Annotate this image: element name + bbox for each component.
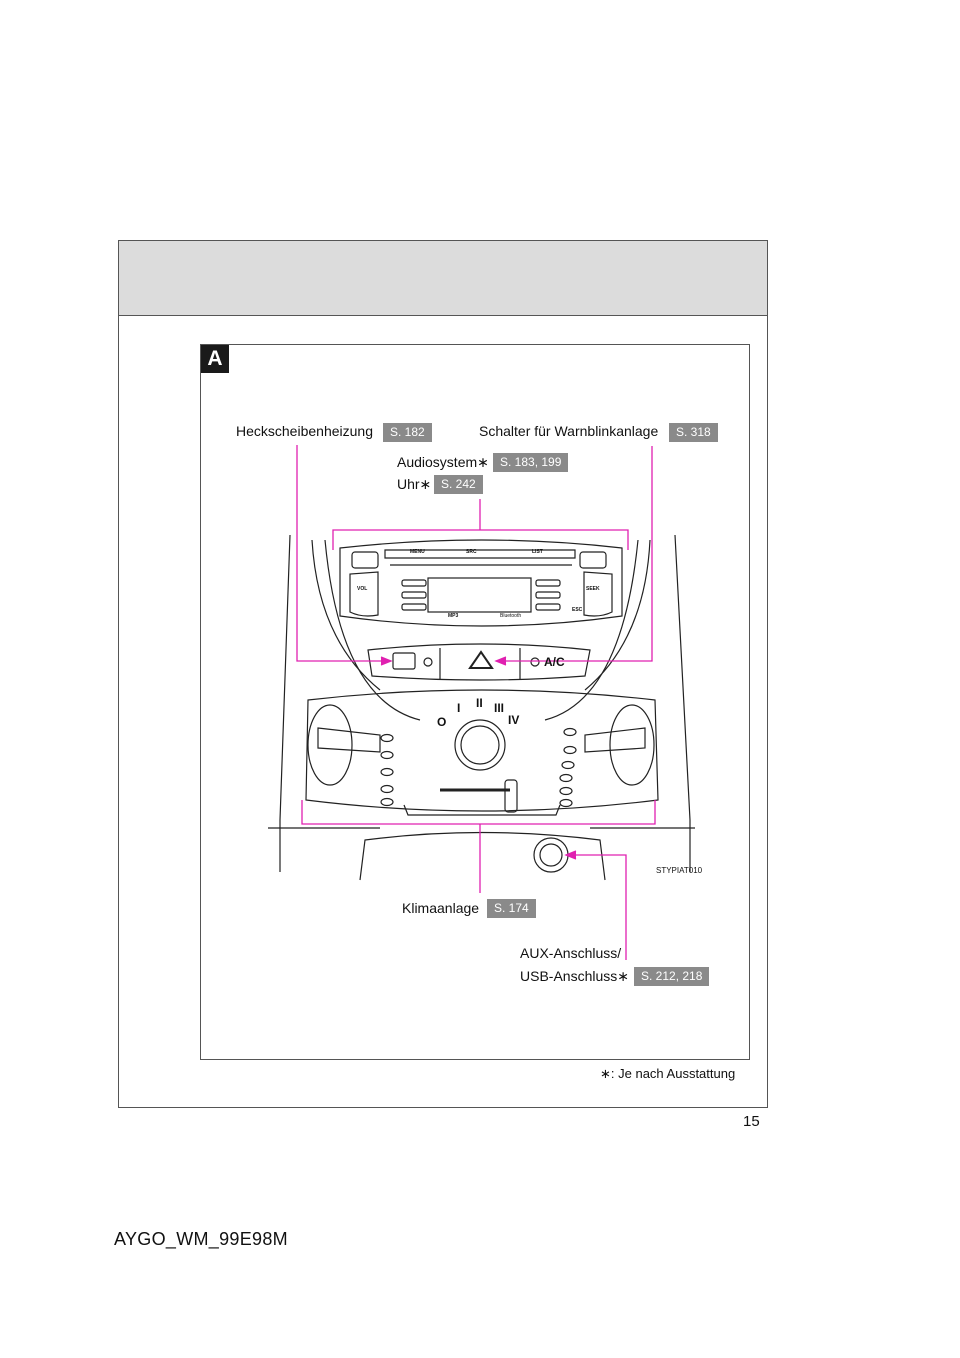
bezel-arc-right [584, 539, 651, 691]
radio-src-label: SRC [466, 549, 477, 555]
svg-text:III: III [494, 701, 504, 715]
page-number: 15 [743, 1113, 760, 1130]
power-button-shape [351, 551, 379, 569]
label-audio-system: Audiosystem∗ [397, 454, 489, 470]
console-right-outer-line [674, 534, 691, 872]
ref-climate: S. 174 [487, 899, 536, 918]
page-frame-overlay: A [118, 240, 768, 1108]
fan-knob [454, 719, 506, 771]
label-climate: Klimaanlage [402, 900, 480, 916]
section-badge: A [201, 345, 229, 373]
footnote: ∗: Je nach Ausstattung [600, 1066, 736, 1081]
radio-bluetooth-label: Bluetooth [500, 613, 522, 619]
image-code: STYPIAT010 [656, 866, 703, 875]
ref-rear-defogger: S. 182 [383, 423, 432, 442]
radio-list-label: LIST [532, 549, 543, 555]
vent-left [307, 704, 353, 786]
svg-text:II: II [476, 696, 483, 710]
label-aux: AUX-Anschluss/ [520, 945, 622, 961]
fan-speed-0: O [437, 715, 446, 729]
illustration-panel: A [200, 344, 750, 1060]
header-band [119, 241, 767, 316]
label-clock: Uhr∗ [397, 476, 432, 492]
page-frame [118, 240, 768, 1108]
radio-seek-label: SEEK [586, 586, 600, 592]
bezel-arc-left [311, 539, 381, 691]
aux-usb-socket [533, 837, 569, 873]
ac-label: A/C [544, 655, 565, 669]
radio-menu-label: MENU [410, 549, 425, 555]
radio-esc-label: ESC [572, 607, 583, 613]
ref-clock: S. 242 [434, 475, 483, 494]
vent-right [609, 704, 655, 786]
radio-display [427, 577, 532, 613]
svg-text:I: I [457, 701, 460, 715]
label-rear-defogger: Heckscheibenheizung [236, 423, 373, 439]
ref-hazard-switch: S. 318 [669, 423, 718, 442]
temp-slider [504, 779, 518, 813]
radio-outline [339, 539, 623, 627]
svg-text:IV: IV [508, 713, 519, 727]
label-hazard-switch: Schalter für Warnblinkanlage [479, 423, 659, 439]
doc-code: AYGO_WM_99E98M [114, 1229, 288, 1249]
radio-vol-label: VOL [357, 586, 368, 592]
rear-defogger-button-shape [392, 652, 416, 670]
radio-mp3-label: MP3 [448, 613, 459, 619]
eject-button-shape [579, 551, 607, 569]
console-left-outer-line [279, 534, 291, 872]
switch-strip [367, 643, 591, 681]
callout-lines [296, 445, 656, 960]
climate-panel [305, 689, 659, 812]
ref-audio-system: S. 183, 199 [493, 453, 569, 472]
hazard-triangle [468, 650, 494, 669]
label-usb: USB-Anschluss∗ [520, 968, 629, 984]
ref-aux-usb: S. 212, 218 [634, 967, 710, 986]
lower-tray [359, 831, 606, 881]
